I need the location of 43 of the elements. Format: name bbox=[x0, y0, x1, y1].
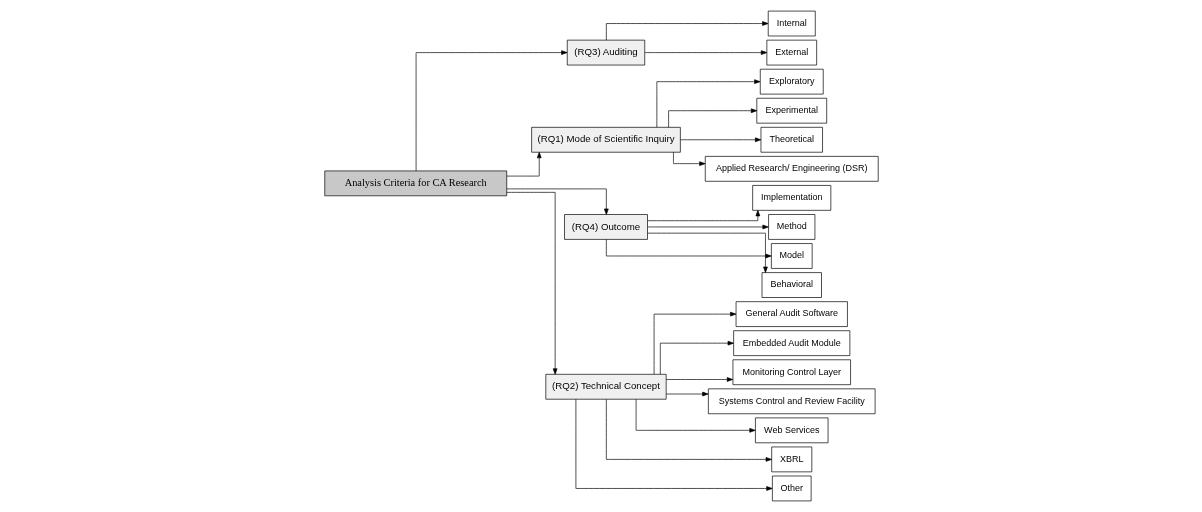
node-box: External bbox=[766, 39, 817, 66]
node-box: Implementation bbox=[751, 185, 831, 211]
arrow bbox=[653, 311, 736, 375]
node-box: Systems Control and Review Facility bbox=[707, 388, 875, 415]
arrow bbox=[646, 232, 768, 273]
arrow bbox=[667, 108, 757, 128]
node-box: Applied Research/ Engineering (DSR) bbox=[704, 156, 879, 182]
node-box: Experimental bbox=[755, 97, 827, 124]
arrow bbox=[605, 399, 772, 462]
node-box: Web Services bbox=[754, 417, 828, 444]
arrow bbox=[656, 79, 760, 128]
node-box: Monitoring Control Layer bbox=[732, 359, 851, 386]
node-box: Method bbox=[767, 214, 815, 240]
arrow bbox=[505, 192, 557, 375]
arrow bbox=[672, 151, 705, 166]
node-box: (RQ2) Technical Concept bbox=[544, 373, 667, 400]
node-box: Exploratory bbox=[759, 68, 824, 95]
arrow bbox=[605, 239, 772, 259]
arrow bbox=[644, 50, 767, 55]
node-box: Analysis Criteria for CA Research bbox=[323, 170, 507, 197]
arrow bbox=[659, 340, 734, 375]
arrow bbox=[646, 224, 769, 230]
arrow bbox=[665, 391, 708, 397]
node-box: (RQ1) Mode of Scientific Inquiry bbox=[530, 126, 681, 153]
arrow bbox=[635, 399, 756, 433]
node-box: (RQ3) Auditing bbox=[566, 39, 645, 66]
node-box: Model bbox=[770, 243, 812, 269]
arrow bbox=[575, 398, 773, 491]
arrow bbox=[665, 377, 733, 382]
arrow bbox=[415, 50, 567, 172]
arrow bbox=[506, 188, 609, 215]
arrow bbox=[646, 210, 760, 222]
arrow bbox=[505, 151, 541, 177]
arrow bbox=[605, 21, 768, 41]
node-box: XBRL bbox=[770, 446, 812, 473]
node-box: Other bbox=[771, 475, 811, 502]
node-box: Behavioral bbox=[761, 272, 822, 298]
node-box: (RQ4) Outcome bbox=[563, 214, 648, 240]
node-box: Internal bbox=[767, 10, 816, 37]
node-box: Theoretical bbox=[760, 126, 823, 153]
node-box: General Audit Software bbox=[735, 301, 848, 327]
arrow bbox=[679, 137, 761, 143]
node-box: Embedded Audit Module bbox=[732, 330, 850, 356]
